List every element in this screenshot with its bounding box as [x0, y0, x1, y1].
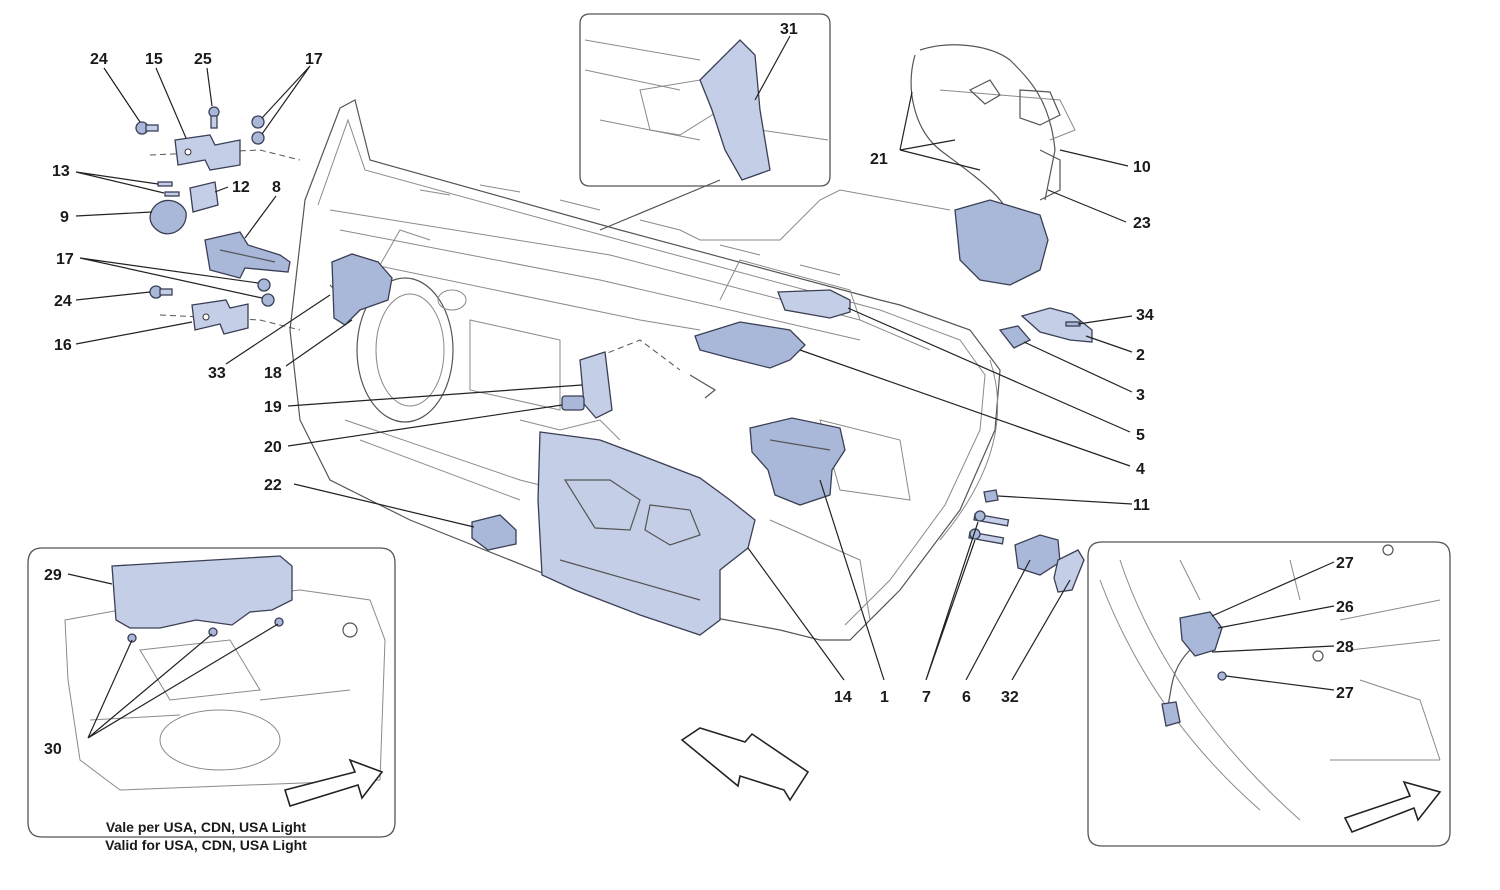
bracket-19: [579, 351, 613, 419]
inset-arrow-bottom-left: [283, 758, 384, 807]
callout-24-upper: 24: [90, 51, 108, 68]
callout-20: 20: [264, 439, 282, 456]
callout-24-lower: 24: [54, 293, 72, 310]
upper-hinge-15: [174, 134, 241, 171]
callout-31: 31: [780, 21, 798, 38]
trim-panel-14: [537, 431, 756, 636]
door-lock-1: [749, 417, 846, 506]
direction-arrow: [680, 727, 810, 802]
handle-cover-2: [1020, 307, 1093, 343]
bolts-17-lower: [257, 278, 275, 307]
screws-13: [157, 181, 180, 197]
callout-17-lower: 17: [56, 251, 74, 268]
bolts-7: [968, 510, 1010, 545]
plate-12: [189, 181, 219, 213]
callout-6: 6: [962, 689, 971, 706]
inset-caption-english: Valid for USA, CDN, USA Light: [105, 837, 307, 853]
screw-34: [1065, 321, 1081, 327]
lower-hinge-16: [191, 299, 249, 335]
callout-27-lower: 27: [1336, 685, 1354, 702]
clip-3: [998, 325, 1032, 349]
striker-6: [1014, 534, 1061, 576]
callout-25: 25: [194, 51, 212, 68]
callout-34: 34: [1136, 307, 1154, 324]
callout-2: 2: [1136, 347, 1145, 364]
callout-21: 21: [870, 151, 888, 168]
inset-bottom-left: [27, 547, 396, 838]
callout-18: 18: [264, 365, 282, 382]
callout-17-upper: 17: [305, 51, 323, 68]
hinge-bolt-25: [208, 106, 220, 129]
hinge-bolt-24-upper: [135, 121, 159, 135]
rubber-stop-9: [149, 199, 187, 235]
callout-15: 15: [145, 51, 163, 68]
callout-9: 9: [60, 209, 69, 226]
callout-27-upper: 27: [1336, 555, 1354, 572]
callout-14: 14: [834, 689, 852, 706]
callout-13: 13: [52, 163, 70, 180]
grommet-20: [561, 395, 585, 411]
callout-10: 10: [1133, 159, 1151, 176]
bolt-11: [983, 489, 999, 503]
outer-handle-mechanism-4: [689, 321, 806, 399]
callout-33: 33: [208, 365, 226, 382]
callout-29: 29: [44, 567, 62, 584]
callout-28: 28: [1336, 639, 1354, 656]
callout-26: 26: [1336, 599, 1354, 616]
leader-lines: [67, 35, 1335, 739]
reinforcement-33: [331, 253, 393, 326]
door-check-8: [204, 231, 291, 279]
callout-12: 12: [232, 179, 250, 196]
callout-22: 22: [264, 477, 282, 494]
handle-5: [777, 289, 851, 319]
hinge-bolt-24-lower: [149, 285, 173, 299]
bolts-17-upper: [251, 115, 265, 145]
callout-4: 4: [1136, 461, 1145, 478]
callout-3: 3: [1136, 387, 1145, 404]
callout-8: 8: [272, 179, 281, 196]
inset-arrow-bottom-right: [1343, 780, 1442, 834]
callout-23: 23: [1133, 215, 1151, 232]
callout-labels: 24 15 25 17 13 12 8 9 17 24 16 33 18 19 …: [44, 21, 1354, 758]
inset-caption-italian: Vale per USA, CDN, USA Light: [106, 819, 307, 835]
callout-7: 7: [922, 689, 931, 706]
callout-11: 11: [1133, 497, 1150, 514]
inset-top-31: [579, 13, 831, 231]
callout-1: 1: [880, 689, 889, 706]
callout-30: 30: [44, 741, 62, 758]
inset-bottom-right: [1087, 541, 1451, 847]
callout-5: 5: [1136, 427, 1145, 444]
lock-cable-assembly: [910, 44, 1076, 286]
callout-16: 16: [54, 337, 72, 354]
shim-32: [1053, 549, 1085, 593]
callout-32: 32: [1001, 689, 1019, 706]
callout-19: 19: [264, 399, 282, 416]
connector-22: [471, 514, 517, 551]
